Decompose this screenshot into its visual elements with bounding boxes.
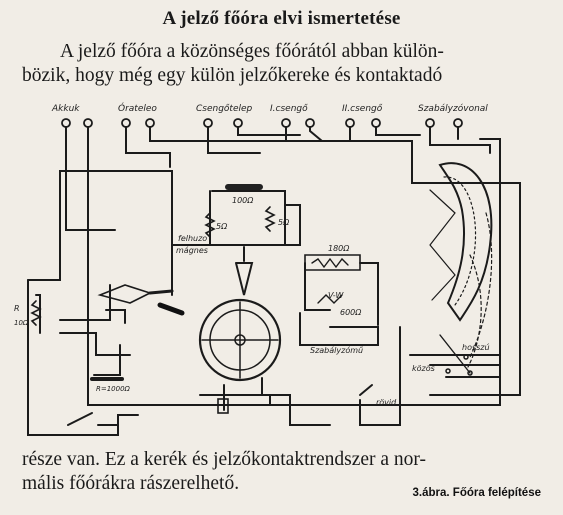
terminal-label-csengo-2: II.csengő	[342, 104, 383, 114]
outro-line: mális főórákra rászerelhető.	[22, 473, 240, 494]
figure-caption: 3.ábra. Főóra felépítése	[412, 487, 541, 499]
label-szabalyzomu: Szabályzómű	[310, 345, 363, 355]
outro-paragraph: része van. Ez a kerék és jelzőkontaktren…	[22, 448, 542, 496]
label-kozos: közös	[412, 364, 435, 373]
label-hosszu: hosszú	[462, 343, 490, 352]
label-resistor-1000: R=1000Ω	[96, 385, 131, 393]
label-vw: V-W	[328, 291, 345, 300]
label-resistor-5a: 5Ω	[216, 222, 228, 231]
label-resistor-600: 600Ω	[340, 308, 362, 317]
terminal-label-csengo-1: I.csengő	[270, 104, 308, 114]
intro-line: bözik, hogy még egy külön jelzőkereke és…	[22, 65, 443, 86]
label-resistor-180: 180Ω	[328, 244, 350, 253]
label-fellhuzo: felhuzo	[178, 234, 207, 243]
label-resistor-5b: 5Ω	[278, 218, 290, 227]
label-resistor-r: R	[14, 304, 20, 313]
label-resistor-r-value: 10Ω	[14, 319, 29, 327]
intro-paragraph: A jelző főóra a közönséges főórától abba…	[22, 40, 542, 88]
label-rovid: rövid	[376, 398, 397, 407]
label-resistor-100: 100Ω	[232, 196, 254, 205]
label-magnes: mágnes	[176, 246, 208, 255]
terminal-label-szabalyzovonal: Szabályzóvonal	[418, 103, 488, 114]
terminal-label-akkuk: Akkuk	[51, 104, 80, 114]
terminal-label-csengotelep: Csengőtelep	[196, 104, 253, 114]
intro-line: A jelző főóra a közönséges főórától abba…	[60, 41, 444, 62]
terminal-label-orateleo: Órateleo	[118, 102, 157, 114]
page-title: A jelző főóra elvi ismertetése	[162, 8, 401, 29]
terminal-row	[61, 118, 463, 128]
outro-line: része van. Ez a kerék és jelzőkontaktren…	[22, 449, 427, 470]
pendulum-weight-icon	[217, 398, 229, 414]
circuit-diagram: Akkuk Órateleo Csengőtelep I.csengő II.c…	[14, 102, 521, 436]
